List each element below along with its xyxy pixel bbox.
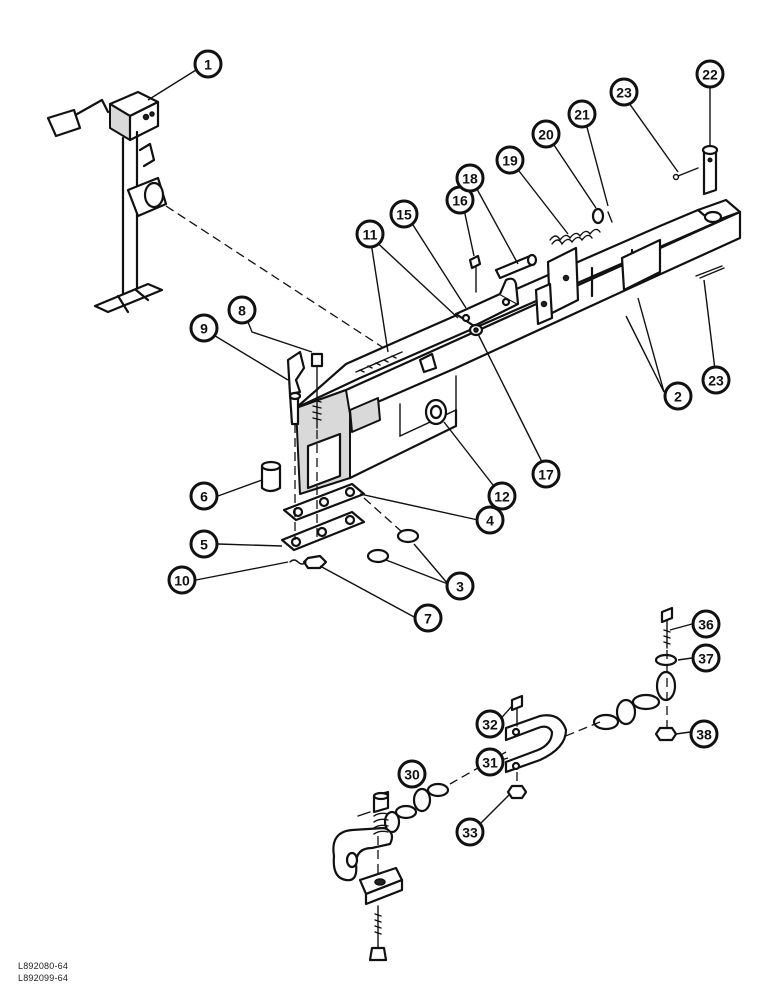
assembly-line-jack	[165, 205, 397, 357]
callout-33: 33	[455, 817, 485, 847]
leader-lines	[147, 69, 717, 825]
callout-number: 31	[482, 755, 498, 771]
callout-23a: 23	[609, 77, 639, 107]
callout-number: 17	[538, 467, 554, 483]
drawing-id-1: L892080-64	[18, 961, 69, 971]
callout-number: 12	[494, 489, 510, 505]
callout-22: 22	[695, 59, 725, 89]
callout-circle	[455, 163, 485, 193]
callout-number: 23	[708, 373, 724, 389]
callout-number: 8	[238, 303, 246, 319]
callout-10: 10	[167, 565, 197, 595]
callout-circle	[531, 459, 561, 489]
callout-number: 9	[200, 321, 208, 337]
callout-1: 1	[193, 49, 223, 79]
callout-38: 38	[689, 719, 719, 749]
callout-7: 7	[413, 603, 443, 633]
callout-number: 19	[502, 153, 518, 169]
callout-number: 15	[396, 207, 412, 223]
callout-circle	[701, 365, 731, 395]
callout-circle	[487, 481, 517, 511]
callout-circle	[609, 77, 639, 107]
callout-number: 22	[702, 67, 718, 83]
callout-circle	[397, 759, 427, 789]
callout-circle	[691, 643, 721, 673]
callout-3: 3	[445, 571, 475, 601]
spring-latch-assembly	[355, 144, 725, 373]
callout-circle	[531, 119, 561, 149]
callout-30: 30	[397, 759, 427, 789]
callout-circle	[695, 59, 725, 89]
callout-number: 6	[200, 489, 208, 505]
callout-number: 18	[462, 171, 478, 187]
callout-number: 21	[574, 107, 590, 123]
callout-circle	[227, 295, 257, 325]
callout-21: 21	[567, 99, 597, 129]
callout-circle	[413, 603, 443, 633]
callout-circle	[691, 609, 721, 639]
callout-5: 5	[189, 529, 219, 559]
jack-stand	[46, 90, 168, 314]
callout-37: 37	[691, 643, 721, 673]
callout-23b: 23	[701, 365, 731, 395]
callout-number: 1	[204, 57, 212, 73]
callout-19: 19	[495, 145, 525, 175]
callout-circle	[475, 747, 505, 777]
callout-number: 11	[363, 227, 378, 243]
callout-12: 12	[487, 481, 517, 511]
callout-11: 11	[355, 219, 385, 249]
callout-number: 2	[674, 389, 682, 405]
callout-circle	[455, 817, 485, 847]
callout-36: 36	[691, 609, 721, 639]
tongue-beam	[294, 198, 742, 495]
callout-9: 9	[189, 313, 219, 343]
callout-circle	[189, 529, 219, 559]
callout-6: 6	[189, 481, 219, 511]
callout-number: 5	[200, 537, 208, 553]
callout-number: 4	[486, 513, 494, 529]
hitch-hardware	[260, 350, 420, 570]
callout-circle	[567, 99, 597, 129]
callout-number: 3	[456, 579, 464, 595]
callout-2: 2	[663, 381, 693, 411]
drawing-id-2: L892099-64	[18, 973, 69, 983]
callout-number: 38	[696, 727, 712, 743]
callout-number: 37	[698, 651, 714, 667]
callout-32: 32	[475, 709, 505, 739]
callout-number: 33	[462, 825, 478, 841]
callout-circle	[475, 709, 505, 739]
callout-circle	[167, 565, 197, 595]
callout-circle	[475, 505, 505, 535]
callout-circle	[689, 719, 719, 749]
callout-4: 4	[475, 505, 505, 535]
callout-15: 15	[389, 199, 419, 229]
callout-number: 30	[404, 767, 420, 783]
callout-circle	[445, 571, 475, 601]
callout-number: 23	[616, 85, 632, 101]
callout-circle	[355, 219, 385, 249]
callout-number: 7	[424, 611, 432, 627]
callouts: 1234567891011121516171819202122232330313…	[167, 49, 731, 847]
callout-circle	[193, 49, 223, 79]
callout-circle	[189, 481, 219, 511]
callout-17: 17	[531, 459, 561, 489]
callout-number: 10	[174, 573, 190, 589]
callout-number: 36	[698, 617, 714, 633]
callout-circle	[189, 313, 219, 343]
callout-circle	[663, 381, 693, 411]
callout-31: 31	[475, 747, 505, 777]
callout-number: 32	[482, 717, 498, 733]
callout-circle	[495, 145, 525, 175]
callout-number: 20	[538, 127, 554, 143]
callout-18: 18	[455, 163, 485, 193]
callout-number: 16	[452, 193, 468, 209]
safety-chain-assembly	[332, 606, 678, 962]
callout-circle	[389, 199, 419, 229]
callout-20: 20	[531, 119, 561, 149]
callout-8: 8	[227, 295, 257, 325]
